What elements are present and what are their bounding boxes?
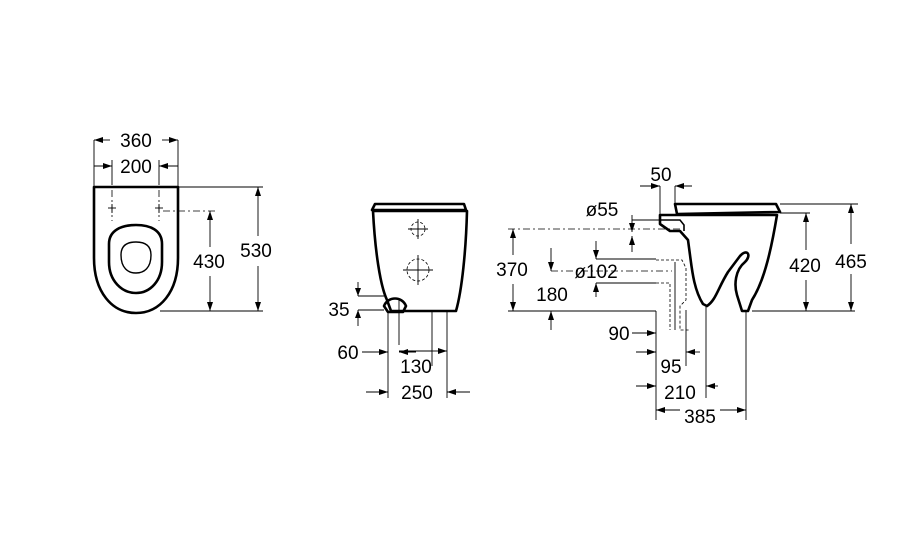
dim-250: 250 — [401, 383, 433, 404]
dim-60: 60 — [337, 343, 358, 364]
side-view-body — [658, 213, 779, 313]
dim-dia55: ø55 — [586, 200, 619, 221]
top-view-bowl-outline — [92, 185, 180, 315]
dim-90: 90 — [608, 324, 629, 345]
dim-360: 360 — [120, 131, 152, 152]
dim-35: 35 — [328, 300, 349, 321]
fixing-hole-marks — [108, 190, 163, 221]
dim-180: 180 — [536, 285, 568, 306]
dim-430: 430 — [193, 252, 225, 273]
dim-95: 95 — [660, 357, 681, 378]
dim-210: 210 — [664, 383, 696, 404]
front-view-body — [371, 209, 469, 313]
top-view-bowl-opening — [107, 223, 164, 295]
top-view: 360 200 430 530 — [92, 131, 272, 315]
dim-465: 465 — [835, 252, 867, 273]
front-view: 35 60 130 250 — [328, 202, 470, 404]
front-view-inlet — [382, 297, 408, 314]
top-view-inner-rim — [120, 241, 152, 274]
dim-370: 370 — [496, 260, 528, 281]
dim-130: 130 — [400, 357, 432, 378]
dim-dia102: ø102 — [574, 262, 617, 283]
dim-200: 200 — [120, 157, 152, 178]
side-view: 50 ø55 370 ø102 180 — [496, 165, 867, 428]
front-view-fixing-marks — [403, 219, 433, 285]
dim-50: 50 — [650, 165, 671, 186]
side-view-outlet-pipe — [656, 259, 690, 331]
dim-420: 420 — [789, 256, 821, 277]
side-view-seat — [673, 202, 782, 216]
front-view-seat — [370, 202, 468, 212]
dim-530: 530 — [240, 241, 272, 262]
dim-385: 385 — [684, 407, 716, 428]
side-view-inlet-pipe — [660, 219, 685, 231]
